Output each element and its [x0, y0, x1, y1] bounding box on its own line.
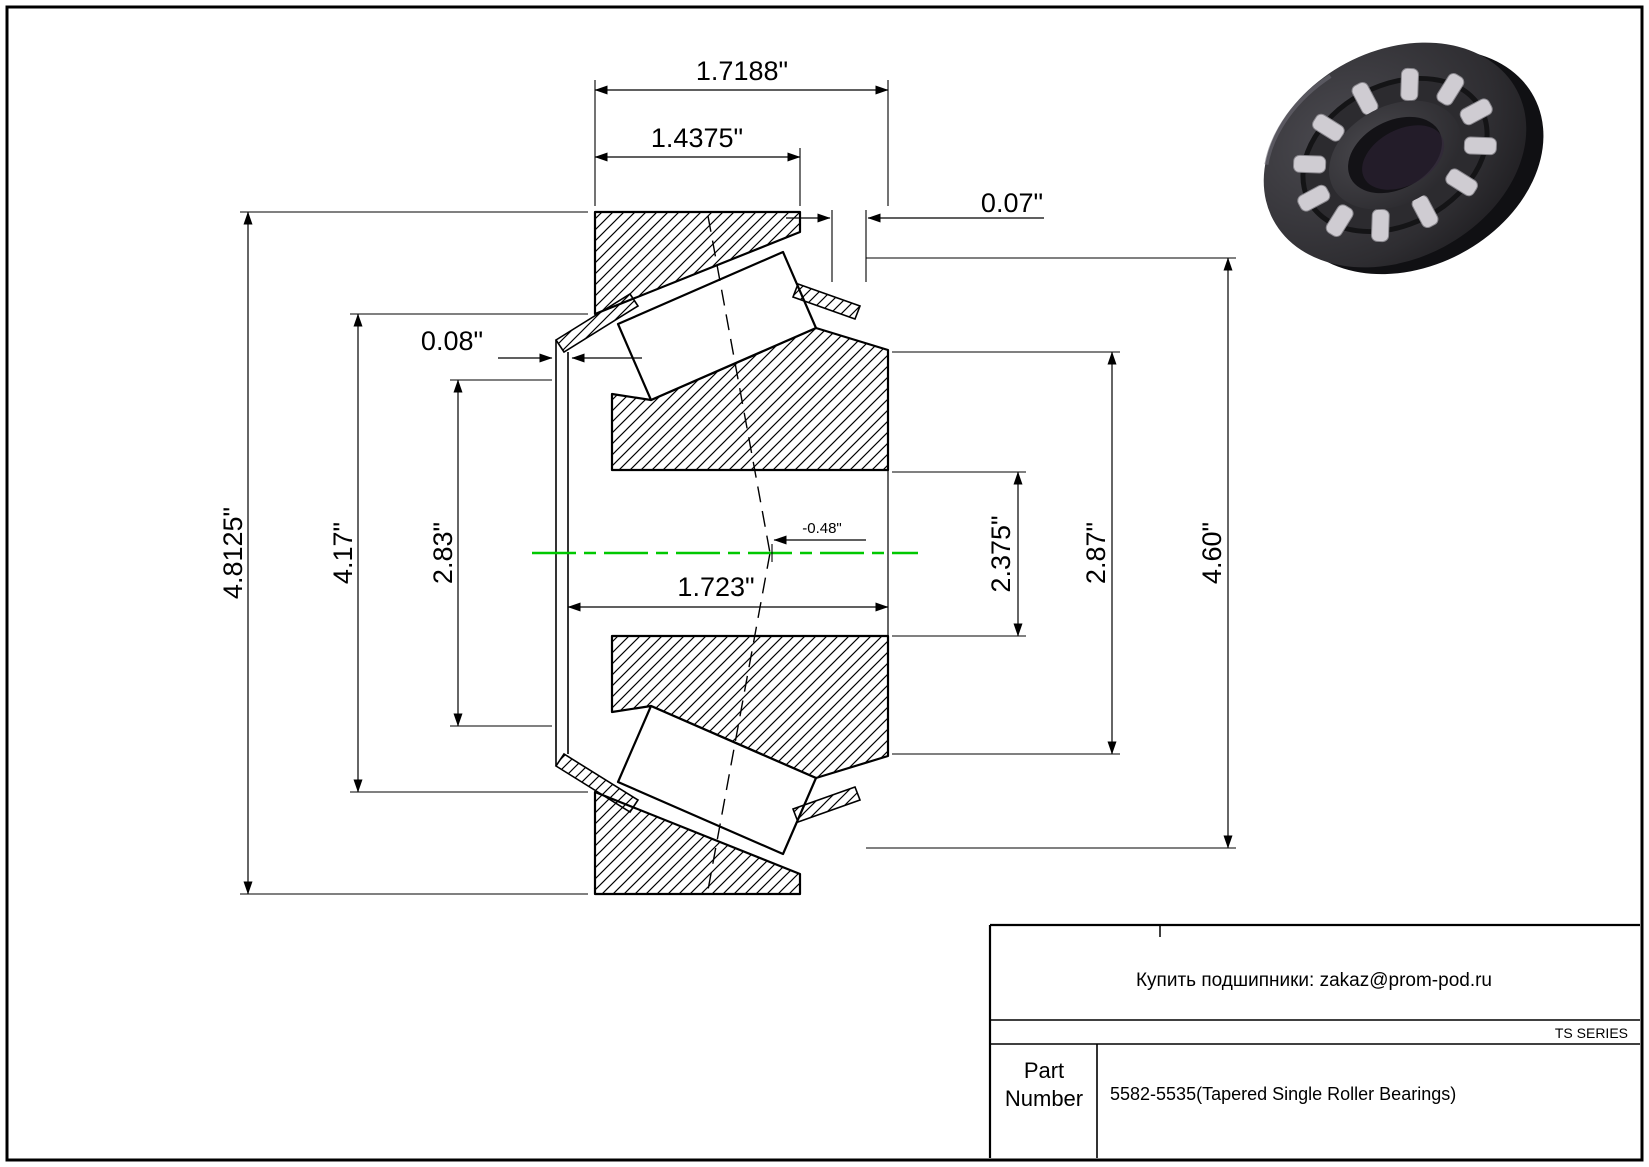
dimension-label-2-83: 2.83": [428, 522, 458, 584]
dimension-4-60: 4.60": [866, 257, 1236, 849]
dimension-1-723: 1.723": [567, 572, 889, 612]
tapered-roller-lower: [616, 704, 818, 856]
cage-strip-upper-left: [554, 292, 640, 354]
page-border: [5, 5, 1644, 1162]
bearing-3d-image: [1263, 42, 1544, 275]
bearing-3d-highlight: [1264, 74, 1332, 165]
dimension-1-7188: 1.7188": [594, 56, 889, 206]
dimension-label-1-7188: 1.7188": [696, 56, 788, 86]
dimensions-layer: 1.7188" 1.4375" 0.07" 0.08" 4.8125": [218, 56, 1236, 895]
dimension-neg-0-48: -0.48": [771, 520, 866, 562]
part-label-line2: Number: [1005, 1086, 1083, 1111]
dimension-2-83: 2.83": [428, 379, 552, 727]
dimension-label-4-17: 4.17": [328, 522, 358, 584]
dimension-2-375: 2.375": [892, 471, 1026, 637]
tapered-roller-upper: [616, 250, 818, 402]
dimension-label-1-723: 1.723": [677, 572, 754, 602]
dimension-label-neg-0-48: -0.48": [802, 520, 842, 537]
cage-strip-lower-left: [554, 752, 640, 814]
dimension-4-17: 4.17": [328, 313, 588, 793]
cage-strip-lower-right: [791, 785, 862, 824]
contact-text: Купить подшипники: zakaz@prom-pod.ru: [1136, 970, 1492, 991]
part-number-value: 5582-5535(Tapered Single Roller Bearings…: [1110, 1084, 1456, 1104]
dimension-label-4-8125: 4.8125": [218, 507, 248, 599]
dimension-0-08: 0.08": [421, 326, 642, 363]
cross-section-drawing: [532, 210, 918, 896]
roller-axis-dashed-upper: [707, 215, 771, 554]
cup-section-lower: [593, 790, 802, 896]
dimension-label-4-60: 4.60": [1197, 522, 1227, 584]
dimension-2-87: 2.87": [892, 351, 1120, 755]
dimension-label-2-87: 2.87": [1081, 522, 1111, 584]
series-text: TS SERIES: [1555, 1025, 1628, 1041]
dimension-4-8125: 4.8125": [218, 211, 588, 895]
dimension-label-0-07: 0.07": [981, 188, 1043, 218]
dimension-0-07: 0.07": [786, 188, 1044, 282]
dimension-label-0-08: 0.08": [421, 326, 483, 356]
bearing-3d-rollers: [1293, 67, 1497, 243]
dimension-label-1-4375: 1.4375": [651, 123, 743, 153]
title-block: Купить подшипники: zakaz@prom-pod.ru TS …: [988, 923, 1640, 1158]
bearing-3d-bore-tint: [1362, 125, 1445, 190]
cup-section-upper: [593, 210, 802, 316]
cage-strip-upper-right: [791, 282, 862, 321]
dimension-1-4375: 1.4375": [594, 123, 801, 206]
part-label-line1: Part: [1024, 1058, 1064, 1083]
dimension-label-2-375: 2.375": [986, 515, 1016, 592]
